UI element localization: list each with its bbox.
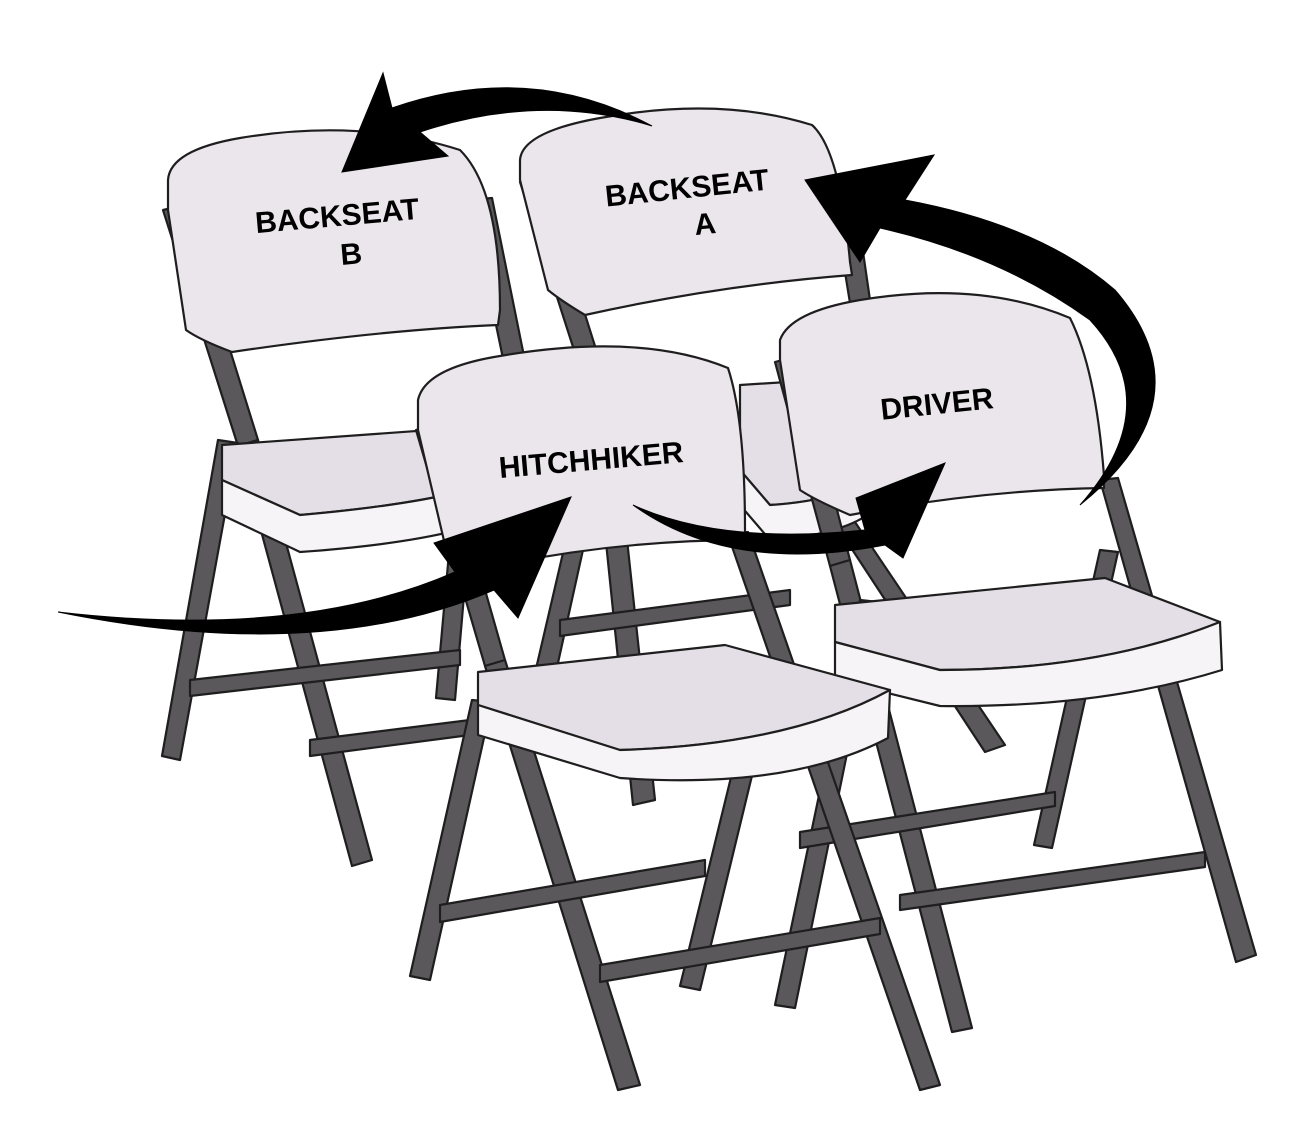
chair-leg [1098,476,1258,964]
chair-driver: DRIVER [773,292,1258,1034]
arrow-hitchhiker-to-driver [632,462,946,559]
arrow-backseat-a-to-backseat-b [341,71,653,173]
chair-crossbar [558,588,792,638]
chair-seat-edge [476,688,892,782]
arrow-driver-to-backseat-a [804,154,1156,506]
chair-crossbar [438,858,707,924]
chair-crossbar [598,916,882,984]
chair-leg [160,438,240,762]
chair-crossbar [188,648,462,698]
chair-backrest [778,292,1106,517]
arrow-enter-to-hitchhiker [57,496,572,635]
chair-crossbar [898,850,1207,912]
chair-crossbar [798,790,1057,850]
chair-seat-edge [833,620,1224,708]
backseat-b-label-line2: B [339,237,363,272]
backseat-a-label-line2: A [693,207,718,242]
chair-backrest [518,107,854,317]
chair-backrest [166,129,502,354]
